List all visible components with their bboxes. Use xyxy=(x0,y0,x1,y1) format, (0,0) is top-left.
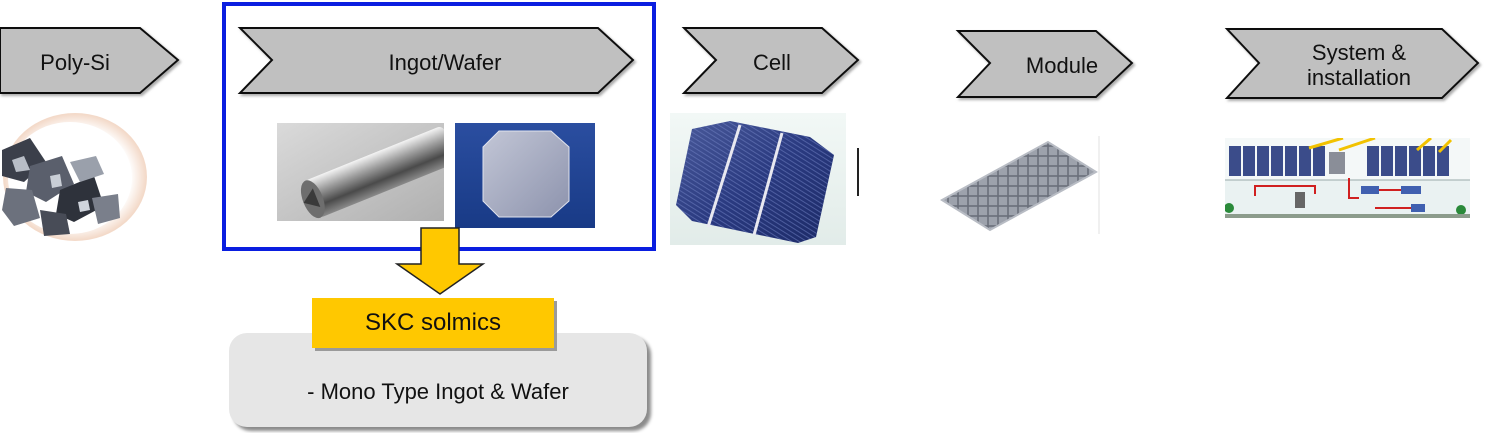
stage-arrows xyxy=(0,27,1480,99)
stage-arrow-poly-si xyxy=(0,27,180,94)
divider-line xyxy=(857,148,859,196)
solar-cell-image xyxy=(670,113,846,245)
stage-arrow-ingot-wafer xyxy=(237,27,635,94)
company-tag: SKC solmics xyxy=(312,298,554,348)
stage-label-system-line2: installation xyxy=(1307,65,1411,90)
stage-label-cell: Cell xyxy=(753,49,791,75)
solar-module-image xyxy=(938,136,1100,234)
info-panel-text: - Mono Type Ingot & Wafer xyxy=(307,379,569,404)
stage-label-system-line1: System & xyxy=(1311,40,1407,65)
stage-label-poly-si: Poly-Si xyxy=(40,49,110,75)
down-arrow-icon xyxy=(394,227,486,295)
stage-arrow-system xyxy=(1224,28,1480,99)
stage-label-system: System & installation xyxy=(1262,38,1456,92)
wafer-image xyxy=(455,123,595,228)
stage-label-ingot-wafer: Ingot/Wafer xyxy=(388,49,502,75)
info-panel: - Mono Type Ingot & Wafer xyxy=(229,333,647,427)
polysilicon-chunks-image xyxy=(2,113,147,241)
ingot-image xyxy=(277,123,444,221)
pv-system-diagram-image xyxy=(1225,138,1470,218)
stage-arrow-cell xyxy=(681,27,860,94)
stage-label-module: Module xyxy=(1025,52,1099,78)
stage-arrow-module xyxy=(955,30,1134,98)
